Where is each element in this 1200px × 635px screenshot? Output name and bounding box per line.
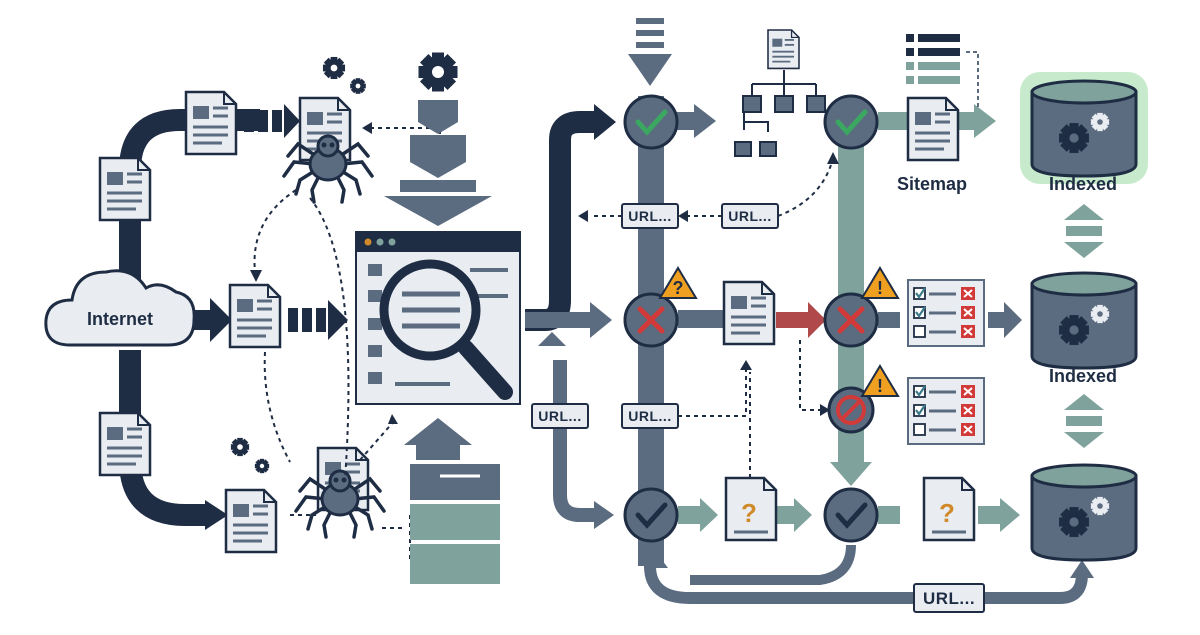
warning-glyph: !: [877, 278, 883, 298]
check-icon: [823, 94, 879, 150]
url-label: URL...: [923, 589, 975, 608]
arrowhead: [590, 302, 612, 338]
arrowhead: [205, 500, 228, 530]
bottom-return: [690, 544, 856, 585]
row-connectors: [672, 104, 1022, 532]
database-top: [1020, 72, 1148, 184]
bottom-loop: [644, 565, 1088, 604]
document-icon: [228, 283, 282, 349]
document-icon: [906, 96, 960, 162]
document-icon: [722, 280, 776, 346]
gear-icon: [254, 458, 270, 474]
main-flow-right: [525, 312, 591, 328]
arrowhead: [830, 462, 872, 486]
spider-icon: [294, 469, 386, 539]
warning-icon: !: [860, 266, 900, 299]
database-icon: [1030, 463, 1138, 562]
question-glyph: ?: [939, 498, 955, 528]
url-box-4: URL...: [621, 403, 679, 429]
magnifier-icon: [379, 259, 513, 400]
lower-flow: [553, 360, 596, 522]
url-box-2: URL...: [721, 203, 779, 229]
question-document-icon: ?: [922, 476, 976, 542]
up-arrow-teal: [404, 418, 500, 584]
document-icon: [184, 90, 238, 156]
sitemap-label: Sitemap: [897, 174, 967, 194]
check-icon: [623, 487, 679, 543]
url-box-1: URL...: [621, 203, 679, 229]
url-box-3: URL...: [531, 403, 589, 429]
blocked-icon: [827, 386, 875, 434]
dotted-connectors-mid: [590, 161, 833, 478]
dotted-arrowheads: [250, 122, 398, 424]
gear-icon: [350, 78, 366, 94]
gear-icon: [322, 56, 346, 80]
arrowhead: [594, 501, 614, 529]
url-label: URL...: [728, 208, 771, 224]
arrowhead: [538, 332, 566, 346]
url-label: URL...: [628, 208, 671, 224]
warning-icon: ?: [658, 266, 698, 299]
dotted-arrowheads: [578, 152, 839, 416]
question-glyph: ?: [741, 498, 757, 528]
gear-icon: [230, 437, 250, 457]
cloud-icon: Internet: [44, 269, 196, 347]
check-icon: [623, 94, 679, 150]
url-label: URL...: [538, 408, 581, 424]
question-document-icon: ?: [724, 476, 778, 542]
top-down-arrow: [628, 18, 672, 86]
spider-icon: [282, 134, 374, 204]
funnel-arrow-down: [384, 100, 492, 226]
document-icon: [98, 411, 152, 477]
database-icon: [1030, 79, 1138, 178]
arrowhead: [210, 298, 232, 342]
document-icon: [98, 156, 152, 222]
gear-icon: [418, 52, 458, 92]
database-icon: [1030, 271, 1138, 370]
url-label: URL...: [628, 408, 671, 424]
arrowhead: [1070, 560, 1094, 578]
checklist-icon: [906, 278, 986, 348]
indexed-label-top: Indexed: [1049, 174, 1117, 194]
striped-arrow-mid: [288, 300, 348, 340]
warning-icon: !: [860, 364, 900, 397]
arrowhead: [644, 552, 668, 568]
warning-glyph: !: [877, 376, 883, 396]
cross-icon: [823, 292, 879, 348]
internet-label: Internet: [87, 309, 153, 329]
updown-arrows-2: [1064, 394, 1104, 448]
updown-arrows-1: [1064, 204, 1104, 258]
list-icon: [906, 34, 979, 108]
url-box-5: URL...: [913, 583, 985, 613]
document-icon: [224, 488, 278, 554]
checklist-icon: [906, 376, 986, 446]
indexed-label-mid: Indexed: [1049, 366, 1117, 386]
warning-glyph: ?: [673, 278, 684, 298]
sitemap-tree-icon: [734, 29, 826, 157]
arrowhead: [594, 104, 616, 140]
check-icon: [823, 487, 879, 543]
cross-icon: [623, 292, 679, 348]
striped-arrow-top: [244, 104, 300, 138]
